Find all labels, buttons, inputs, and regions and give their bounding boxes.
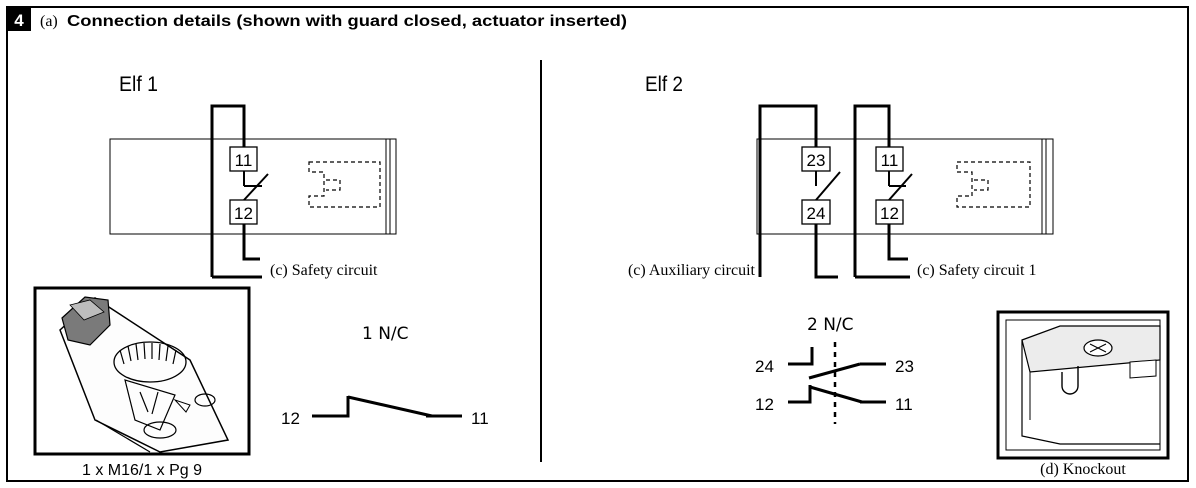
elf2-knockout-photo [996,310,1170,460]
elf2-terminal-23-label: 23 [807,151,826,170]
elf1-terminal-11-label: 11 [235,151,253,170]
elf2-nc-contact [888,171,913,201]
elf2-actuator-dashed [956,161,1031,208]
elf1-nc-contact [243,171,269,201]
elf1-nc-schematic [312,395,462,418]
elf1-terminal-11 [229,146,258,172]
elf1-actuator-dashed [308,161,381,208]
elf2-photo-caption: (d) Knockout [1040,461,1126,478]
elf2-title: Elf 2 [645,73,683,96]
part-letter: (a) [40,13,58,30]
outer-frame [6,6,1189,482]
elf2-terminal-12-label: 12 [880,204,899,223]
elf2-terminal-24-label: 24 [807,204,826,223]
step-badge [7,7,31,31]
elf2-schematic [788,347,886,404]
elf2-aux-wire [758,104,838,279]
elf1-circuit-label: (c) Safety circuit [270,262,378,279]
elf2-safety-wire [853,104,908,277]
elf2-schematic-11: 11 [895,395,913,414]
elf1-switch-body [109,138,397,235]
elf1-terminal-12 [229,199,258,225]
elf2-schematic-12: 12 [755,395,774,414]
elf1-wire-loop [210,104,260,277]
elf2-contact-type: 2 N/C [807,315,854,335]
elf1-conduit-photo [33,286,251,456]
elf1-terminal-12-label: 12 [234,204,253,223]
header-title: Connection details (shown with guard clo… [67,13,627,30]
elf1-title: Elf 1 [119,73,158,96]
elf2-schematic-23: 23 [895,357,914,376]
elf2-switch-body [756,138,1054,235]
elf2-safety-label: (c) Safety circuit 1 [917,262,1037,279]
elf1-contact-type: 1 N/C [362,324,409,344]
elf2-aux-label: (c) Auxiliary circuit [628,262,756,279]
elf1-photo-caption: 1 x M16/1 x Pg 9 [82,462,202,479]
elf1-schematic-11: 11 [471,409,489,428]
elf2-terminal-11 [875,146,904,172]
step-number: 4 [14,11,24,30]
elf2-terminal-23 [801,146,831,172]
elf1-schematic-12: 12 [281,409,300,428]
elf2-schematic-24: 24 [755,357,774,376]
elf2-terminal-11-label: 11 [881,151,899,170]
elf2-no-contact [815,171,841,201]
